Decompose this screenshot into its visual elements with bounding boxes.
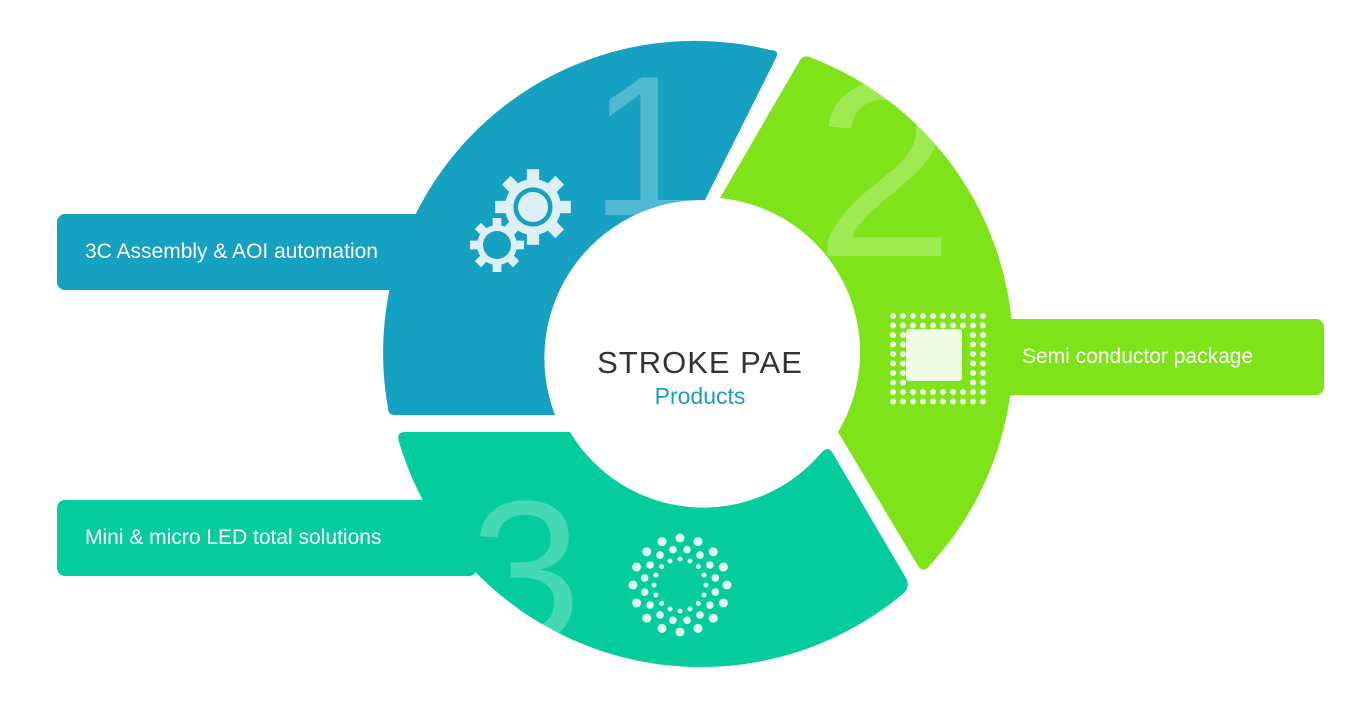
segment-3-label: Mini & micro LED total solutions — [85, 526, 382, 549]
center-subtitle: Products — [654, 383, 746, 409]
segment-3-number: 3 — [470, 460, 581, 683]
segment-2-label: Semi conductor package — [1022, 345, 1254, 368]
center-title: STROKE PAE — [597, 345, 803, 380]
chip-icon — [890, 313, 986, 405]
segment-1-number: 1 — [590, 35, 701, 258]
segment-3[interactable] — [398, 432, 908, 668]
gears-icon — [470, 169, 571, 272]
center-label: STROKE PAE Products — [545, 345, 855, 410]
segment-2-number: 2 — [815, 30, 954, 309]
segment-2-label-bar[interactable]: Semi conductor package — [960, 319, 1324, 395]
segment-2[interactable] — [720, 56, 1014, 570]
segment-3-label-bar[interactable]: Mini & micro LED total solutions — [57, 500, 477, 576]
segment-1[interactable] — [383, 40, 778, 415]
segment-1-label: 3C Assembly & AOI automation — [85, 240, 378, 263]
led-dots-icon — [628, 533, 732, 637]
